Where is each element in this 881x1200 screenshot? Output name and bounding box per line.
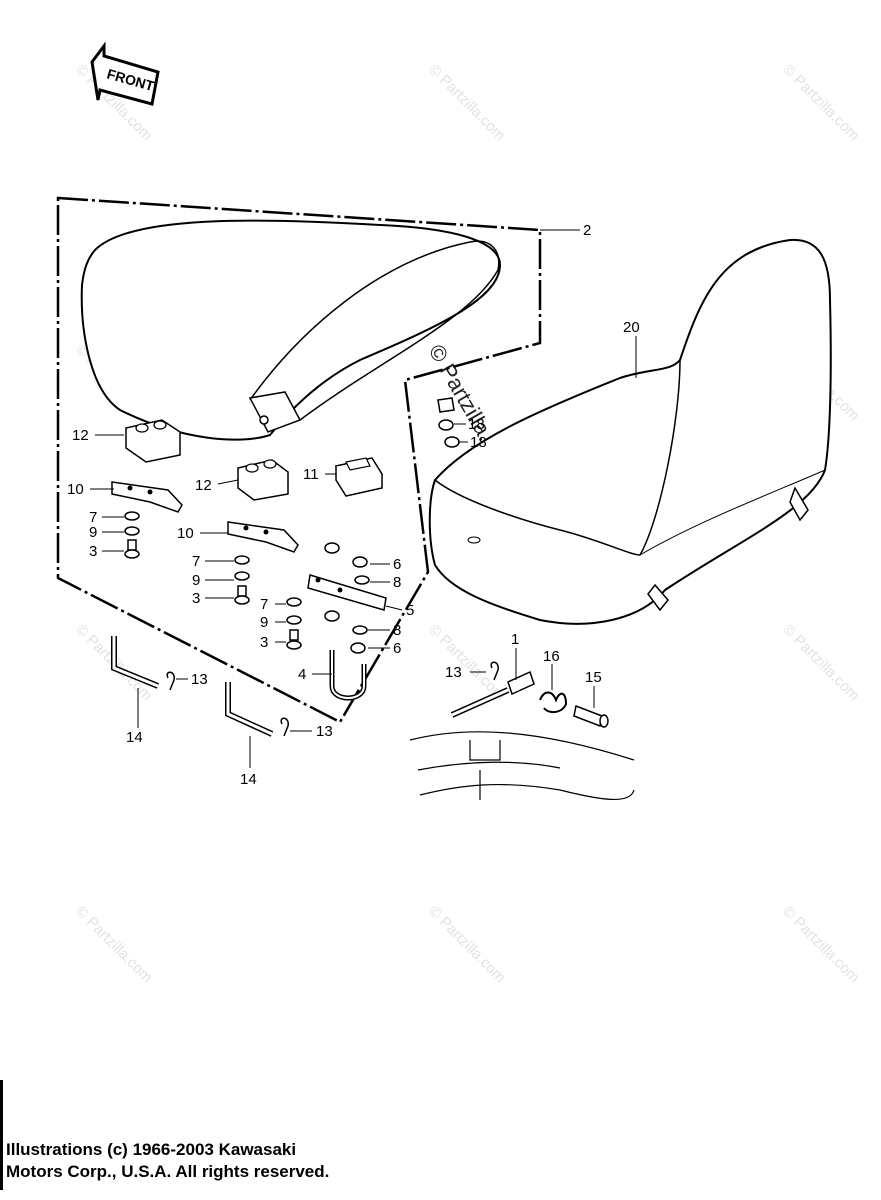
clip: [166, 671, 175, 691]
callout-3: 3: [260, 634, 268, 651]
callout-2: 2: [583, 222, 591, 239]
callout-7: 7: [192, 553, 200, 570]
watermark: © Partzilla.com: [779, 61, 862, 144]
clip: [280, 717, 289, 737]
callout-9: 9: [89, 524, 97, 541]
callout-5: 5: [406, 602, 414, 619]
callout-9: 9: [192, 572, 200, 589]
clip: [490, 661, 499, 681]
callout-15: 15: [585, 669, 602, 686]
callout-6: 6: [393, 640, 401, 657]
callout-8: 8: [393, 622, 401, 639]
callout-12: 12: [195, 477, 212, 494]
callout-18: 18: [470, 434, 487, 451]
u-bolt: [329, 650, 367, 701]
solo-seat: [80, 219, 502, 441]
callout-14: 14: [126, 729, 143, 746]
bolt-washer-set: [124, 511, 140, 559]
damper-block: [237, 459, 289, 501]
watermark: © Partzilla.com: [72, 903, 155, 986]
damper-block: [125, 419, 181, 463]
callout-7: 7: [260, 596, 268, 613]
callout-13: 13: [191, 671, 208, 688]
callout-4: 4: [298, 666, 306, 683]
bolt-washer-set: [234, 555, 250, 605]
hinge-pin: [225, 682, 274, 737]
dual-seat: [428, 238, 832, 625]
rubber-pad: [334, 457, 384, 497]
callout-1: 1: [511, 631, 519, 648]
seat-bracket: [227, 521, 299, 553]
copyright-notice: Illustrations (c) 1966-2003 Kawasaki Mot…: [6, 1139, 329, 1183]
copyright-line: Illustrations (c) 1966-2003 Kawasaki: [6, 1140, 297, 1159]
callout-3: 3: [192, 590, 200, 607]
spring: [539, 691, 568, 714]
leader-lines: [90, 229, 637, 768]
callout-20: 20: [623, 319, 640, 336]
callout-11: 11: [303, 466, 319, 483]
callout-12: 12: [72, 427, 89, 444]
callout-16: 16: [543, 648, 560, 665]
frame-rails: [409, 731, 635, 800]
kit-outline: [56, 196, 542, 724]
hinge-pin: [111, 636, 160, 689]
callout-10: 10: [177, 525, 194, 542]
hinge-shaft: [450, 670, 535, 718]
nut-washer-set: [324, 542, 370, 654]
watermark: © Partzilla.com: [425, 903, 508, 986]
callout-10: 10: [67, 481, 84, 498]
callout-3: 3: [89, 543, 97, 560]
watermark: © Partzilla.com: [779, 621, 862, 704]
copyright-line: Motors Corp., U.S.A. All rights reserved…: [6, 1162, 330, 1181]
callout-labels: 2 20 12 12 11 10 10 7 9 3 7 9 3 7 9 3 6 …: [67, 222, 640, 788]
callout-18: 18: [468, 416, 485, 433]
watermark: © Partzilla.com: [779, 903, 862, 986]
bolt-washer-set: [286, 597, 302, 650]
callout-9: 9: [260, 614, 268, 631]
callout-13: 13: [316, 723, 333, 740]
seat-bracket: [111, 481, 183, 513]
watermark: © Partzilla.com: [425, 61, 508, 144]
callout-6: 6: [393, 556, 401, 573]
mounting-plate: [307, 574, 387, 611]
front-arrow-icon: FRONT: [90, 41, 160, 106]
margin-bar: [0, 1080, 3, 1190]
callout-13: 13: [445, 664, 462, 681]
callout-14: 14: [240, 771, 257, 788]
callout-7: 7: [89, 509, 97, 526]
callout-8: 8: [393, 574, 401, 591]
pivot-pin: [573, 704, 609, 728]
